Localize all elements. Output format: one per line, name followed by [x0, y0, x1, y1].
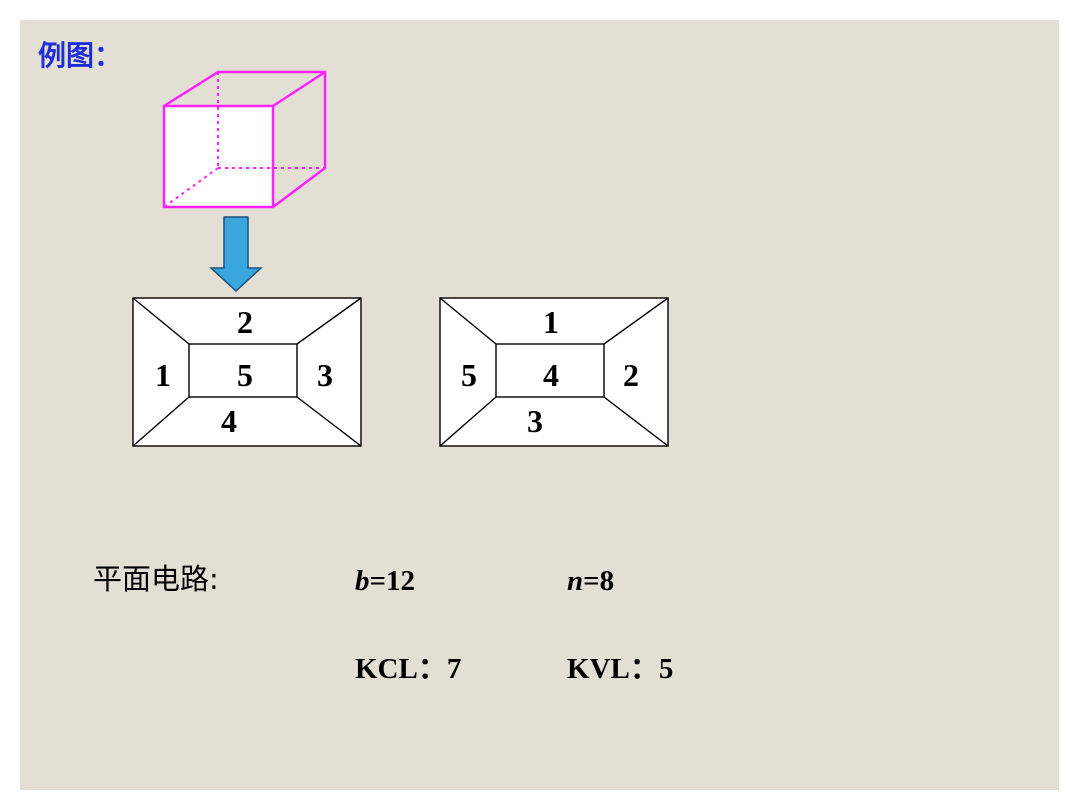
slide-title: 例图： — [38, 39, 123, 72]
graph-left-label-top: 2 — [237, 304, 253, 340]
node-value: =8 — [583, 565, 615, 597]
graph-right-label-right: 2 — [623, 357, 639, 393]
graph-right-label-top: 1 — [543, 304, 559, 340]
node-count: n=8 — [567, 567, 614, 596]
branch-count: b=12 — [355, 567, 415, 596]
graph-right-label-center: 4 — [543, 357, 559, 393]
graph-right — [439, 297, 669, 447]
graph-left — [132, 297, 362, 447]
graph-right-label-left: 5 — [461, 357, 477, 393]
kcl-count: KCL：7 — [355, 653, 462, 685]
cube-icon — [162, 70, 327, 209]
graph-right-label-bottom: 3 — [527, 403, 543, 439]
down-arrow-icon — [209, 216, 263, 293]
node-variable: n — [567, 565, 584, 597]
branch-value: =12 — [369, 565, 416, 597]
graph-left-label-center: 5 — [237, 357, 253, 393]
kvl-count: KVL：5 — [567, 653, 674, 685]
graph-left-label-right: 3 — [317, 357, 333, 393]
planar-circuit-label: 平面电路: — [93, 562, 219, 596]
graph-left-label-left: 1 — [155, 357, 171, 393]
graph-left-label-bottom: 4 — [221, 403, 237, 439]
branch-variable: b — [355, 565, 370, 597]
